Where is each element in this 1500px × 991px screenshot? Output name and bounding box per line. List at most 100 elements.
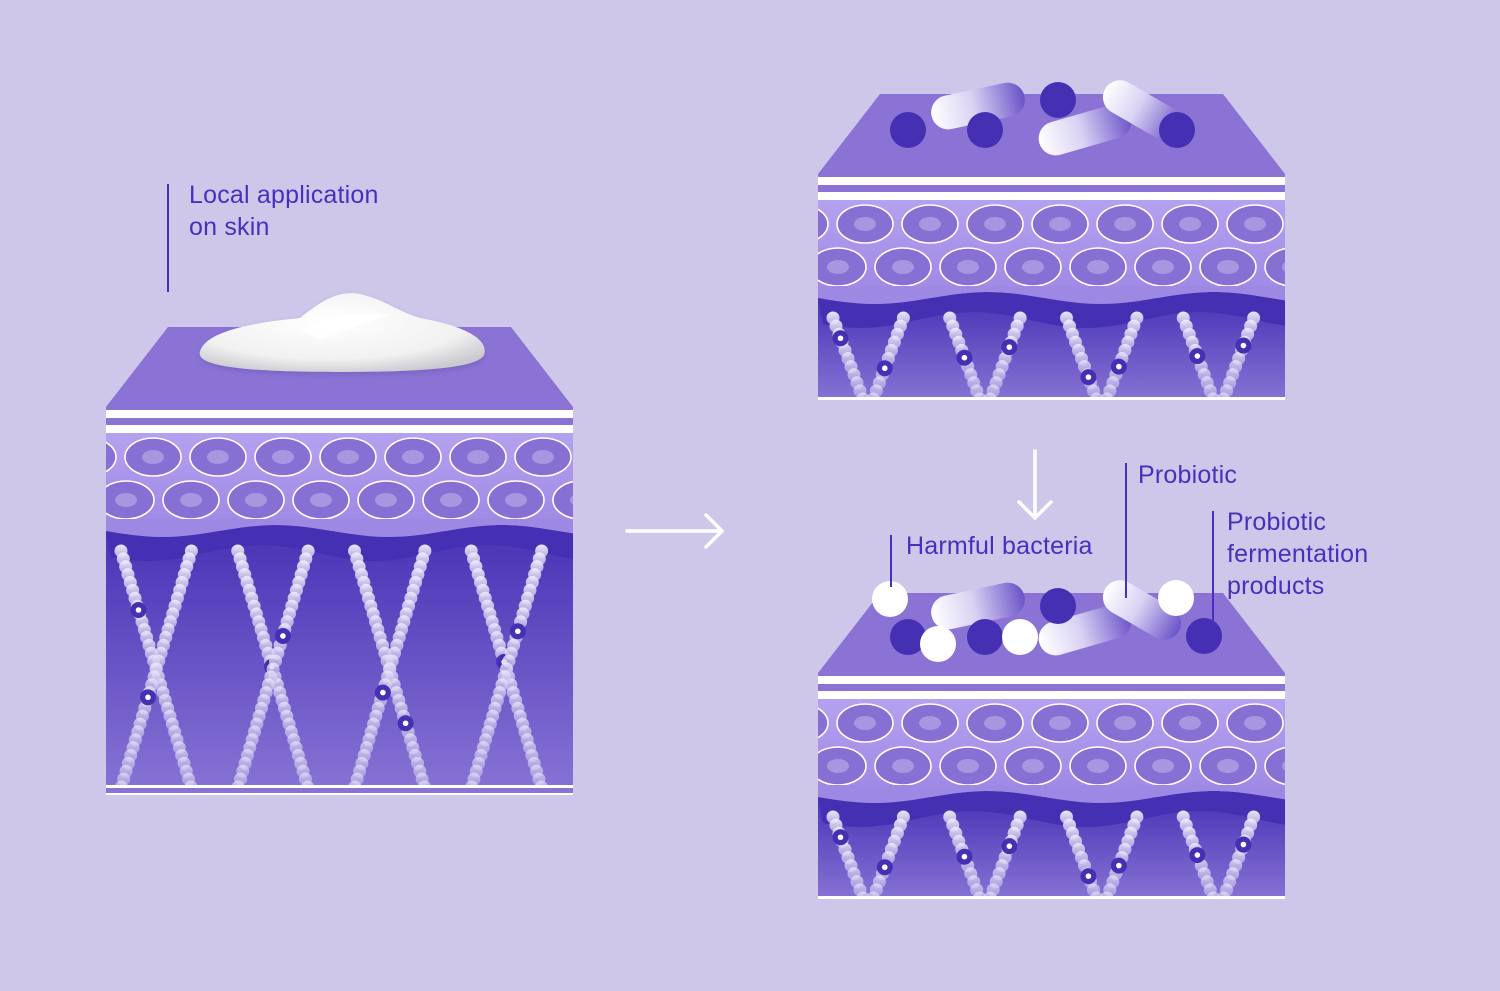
- skin-cell: [818, 707, 829, 739]
- cell-nucleus: [402, 450, 424, 464]
- cell-nucleus: [1152, 260, 1174, 274]
- stratum-line: [818, 192, 1285, 200]
- cell-nucleus: [570, 495, 573, 505]
- cell-nucleus: [50, 493, 72, 507]
- cell-nucleus: [310, 493, 332, 507]
- cell-nucleus: [1217, 759, 1239, 773]
- cell-nucleus: [1309, 716, 1331, 730]
- arrow-right-icon: [625, 513, 724, 549]
- cell-nucleus: [375, 493, 397, 507]
- fermentation-product: [1186, 618, 1222, 654]
- cell-nucleus: [1022, 260, 1044, 274]
- skin-cross-section: [762, 174, 1331, 399]
- harmful-bacterium: [1002, 619, 1038, 655]
- cell-nucleus: [505, 493, 527, 507]
- harmful-bacteria-label: Harmful bacteria: [906, 532, 1093, 560]
- harmful-bacterium: [872, 581, 908, 617]
- cell-nucleus: [984, 217, 1006, 231]
- cell-nucleus: [597, 450, 619, 464]
- cell-nucleus: [827, 759, 849, 773]
- skin-cell: [580, 438, 636, 476]
- stratum-line: [106, 410, 573, 418]
- cell-nucleus: [762, 759, 784, 773]
- cell-nucleus: [1152, 759, 1174, 773]
- cell-nucleus: [984, 716, 1006, 730]
- cell-nucleus: [919, 217, 941, 231]
- cell-nucleus: [337, 450, 359, 464]
- cell-nucleus: [1309, 217, 1331, 231]
- harmful-bacteria-leader-line: [890, 535, 892, 587]
- probiotic-rod: [931, 582, 1025, 630]
- fermentation-products-label: Probiotic fermentation products: [1227, 508, 1369, 600]
- cell-nucleus: [1282, 262, 1285, 272]
- harmful-bacterium: [1158, 580, 1194, 616]
- cell-nucleus: [854, 217, 876, 231]
- cell-nucleus: [919, 716, 941, 730]
- fermentation-product: [890, 619, 926, 655]
- fermentation-product: [1040, 588, 1076, 624]
- cell-nucleus: [1179, 217, 1201, 231]
- cell-nucleus: [245, 493, 267, 507]
- skin-cell: [1292, 704, 1348, 742]
- cell-nucleus: [1179, 716, 1201, 730]
- stratum-line: [818, 177, 1285, 185]
- basement-membrane: [818, 791, 1285, 827]
- cell-nucleus: [789, 217, 811, 231]
- stratum-line: [818, 691, 1285, 699]
- skin-block-probiotic-applied: [762, 80, 1331, 400]
- cell-nucleus: [957, 759, 979, 773]
- cell-nucleus: [854, 716, 876, 730]
- fermentation-product: [1159, 112, 1195, 148]
- skin-cell: [1264, 746, 1285, 786]
- cream-dollop: [199, 293, 485, 372]
- cell-nucleus: [272, 450, 294, 464]
- cell-nucleus: [1049, 716, 1071, 730]
- cell-nucleus: [789, 716, 811, 730]
- cell-nucleus: [142, 450, 164, 464]
- local-application-leader-line: [167, 184, 169, 292]
- cell-nucleus: [1217, 260, 1239, 274]
- block-bottom-edge: [818, 896, 1285, 899]
- skin-cross-section: [33, 407, 636, 787]
- cell-nucleus: [1244, 716, 1266, 730]
- fermentation-product: [890, 112, 926, 148]
- basement-membrane: [106, 525, 573, 561]
- cell-nucleus: [1087, 260, 1109, 274]
- cell-nucleus: [892, 759, 914, 773]
- probiotic-rod: [1038, 604, 1132, 656]
- basement-membrane: [818, 292, 1285, 328]
- block-bottom-edge: [818, 397, 1285, 400]
- cell-nucleus: [532, 450, 554, 464]
- skin-block-with-cream: [33, 293, 636, 795]
- cell-nucleus: [827, 260, 849, 274]
- skin-cell: [33, 481, 89, 519]
- cell-nucleus: [77, 450, 99, 464]
- cell-nucleus: [957, 260, 979, 274]
- cell-nucleus: [1282, 761, 1285, 771]
- local-application-label: Local application on skin: [189, 181, 379, 241]
- harmful-bacterium: [920, 626, 956, 662]
- skin-cell: [1264, 247, 1285, 287]
- probiotic-leader-line: [1125, 463, 1127, 598]
- fermentation-product: [1040, 82, 1076, 118]
- stratum-line: [106, 425, 573, 433]
- cell-nucleus: [115, 493, 137, 507]
- cell-nucleus: [180, 493, 202, 507]
- arrow-down-icon: [1017, 449, 1053, 520]
- cell-nucleus: [1087, 759, 1109, 773]
- probiotic-rod: [1102, 580, 1182, 640]
- cell-nucleus: [1114, 217, 1136, 231]
- skin-cross-section: [745, 673, 1348, 898]
- block-bottom-edge: [106, 785, 573, 788]
- fermentation-products-leader-line: [1212, 511, 1214, 629]
- cell-nucleus: [892, 260, 914, 274]
- cell-nucleus: [1114, 716, 1136, 730]
- probiotic-rod: [1038, 104, 1132, 156]
- fermentation-product: [967, 619, 1003, 655]
- cell-nucleus: [467, 450, 489, 464]
- skin-cell: [745, 747, 801, 785]
- cell-nucleus: [762, 260, 784, 274]
- cell-nucleus: [1049, 217, 1071, 231]
- stratum-line: [818, 676, 1285, 684]
